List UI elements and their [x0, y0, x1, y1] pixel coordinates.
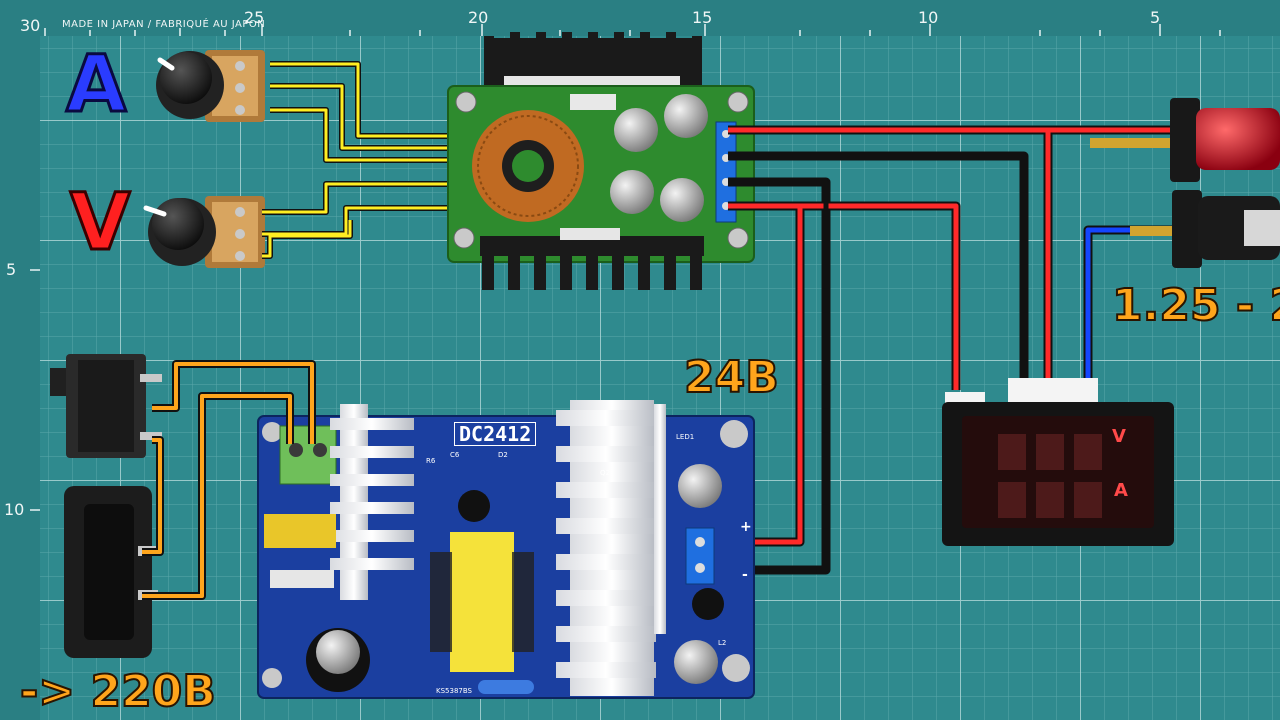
- ruler-ticks: [30, 24, 1221, 511]
- meter-a-label: A: [1114, 480, 1128, 501]
- pcb-serial-label: KS5387BS: [436, 687, 472, 695]
- ruler-mark-15: 15: [692, 8, 713, 27]
- ruler-mark-30: 30: [20, 16, 41, 35]
- voltage-potentiometer: [143, 196, 265, 268]
- pcb-minus-label: -: [742, 567, 748, 583]
- pcb-plus-label: +: [740, 519, 752, 535]
- output-wires: [728, 127, 1176, 573]
- mains-voltage-label: -> 220B: [19, 666, 217, 717]
- ruler-mark-10: 10: [918, 8, 939, 27]
- ruler-left: [0, 0, 40, 720]
- voltage-pot-label: V: [68, 178, 131, 268]
- output-range-label: 1.25 - 2: [1111, 280, 1280, 331]
- meter-v-label: V: [1112, 426, 1126, 447]
- yellow-wires: [262, 62, 462, 258]
- ruler-top: [0, 0, 1280, 36]
- ruler-mark-20: 20: [468, 8, 489, 27]
- psu-model-label: DC2412: [454, 422, 537, 446]
- side-mark-10: 10: [4, 500, 25, 519]
- pcb-d2-label: D2: [498, 451, 508, 459]
- side-mark-5: 5: [6, 260, 17, 279]
- black-binding-post: [1130, 190, 1280, 268]
- input-voltage-label: 24В: [683, 352, 780, 403]
- volt-amp-meter: [942, 378, 1174, 546]
- orange-wires: [142, 362, 314, 598]
- ruler-mark-5: 5: [1150, 8, 1161, 27]
- iec-socket: [64, 486, 158, 658]
- current-pot-label: A: [64, 40, 127, 130]
- pcb-l2-label: L2: [718, 639, 727, 647]
- rocker-switch: [50, 354, 162, 458]
- buck-converter-module: [447, 32, 755, 290]
- pcb-c6-label: C6: [450, 451, 460, 459]
- red-binding-post: [1090, 98, 1280, 182]
- pcb-led1-label: LED1: [676, 433, 695, 441]
- power-supply-board: [257, 400, 755, 699]
- ruler-mark-25: 25: [244, 8, 265, 27]
- ruler-header-text: MADE IN JAPAN / FABRIQUÉ AU JAPON: [62, 19, 266, 30]
- meter-digits: [998, 434, 1102, 518]
- current-potentiometer: [156, 50, 265, 122]
- pcb-r6-label: R6: [426, 457, 436, 465]
- pcb-q2-label: Q2: [600, 469, 610, 477]
